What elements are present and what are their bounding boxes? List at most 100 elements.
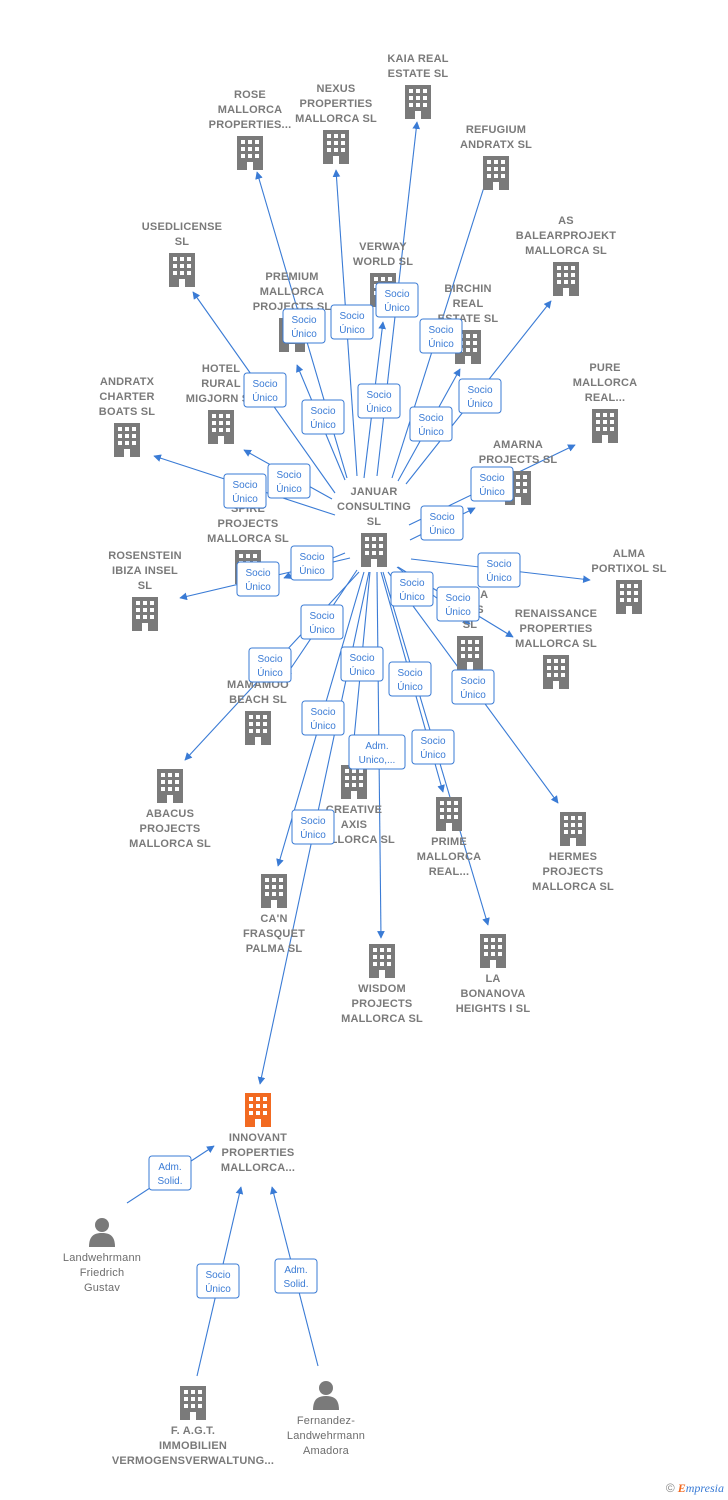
relationship-label-box <box>330 304 374 340</box>
relationship-label-line: Único <box>310 719 336 732</box>
node-label-line: SL <box>175 236 190 248</box>
relationship-label-box <box>388 661 432 697</box>
node-label-line: HOTEL <box>202 363 240 375</box>
relationship-label-line: Único <box>384 301 410 314</box>
node-label-line: MALLORCA SL <box>295 113 377 125</box>
relationship-label-line: Único <box>460 688 486 701</box>
node-label-line: MALLORCA SL <box>341 1013 423 1025</box>
node-label-line: VERWAY <box>359 241 407 253</box>
relationship-label-box <box>248 647 292 683</box>
node-label-line: F. A.G.T. <box>171 1425 215 1437</box>
node-label-line: PROPERTIES <box>222 1147 295 1159</box>
building-icon <box>208 410 234 444</box>
relationship-label-box <box>274 1258 318 1294</box>
person-icon <box>313 1381 339 1410</box>
node-label-line: PROPERTIES <box>520 623 593 635</box>
relationship-label-line: Unico,... <box>359 755 396 766</box>
relationship-label-line: Adm. <box>158 1162 181 1173</box>
relationship-label-line: Socio <box>252 379 277 390</box>
relationship-label-line: Socio <box>445 593 470 604</box>
relationship-label-line: Único <box>420 748 446 761</box>
relationship-label-landwehrmann_fg-to-innovant[interactable]: Adm.Solid. <box>148 1155 192 1191</box>
brand-name: mpresia <box>685 1481 724 1495</box>
relationship-label-line: Único <box>300 828 326 841</box>
relationship-label-line: Único <box>428 337 454 350</box>
relationship-label-line: Socio <box>460 676 485 687</box>
relationship-label-januar-to-creative[interactable]: Adm.Unico,... <box>348 734 406 770</box>
relationship-label-line: Socio <box>429 512 454 523</box>
building-icon <box>261 874 287 908</box>
footer-brand[interactable]: ©Empresia <box>666 1481 724 1496</box>
relationship-label-box <box>451 669 495 705</box>
building-icon <box>483 156 509 190</box>
relationship-label-fernandez-to-innovant[interactable]: Adm.Solid. <box>274 1258 318 1294</box>
node-label-line: PROJECTS <box>543 866 604 878</box>
